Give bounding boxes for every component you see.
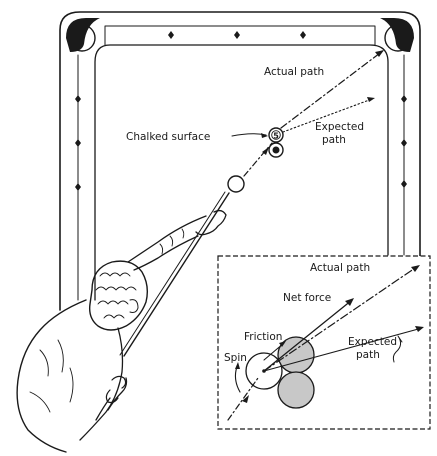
inset-spin-label: Spin <box>224 352 247 364</box>
cue-stick <box>119 191 230 357</box>
left-rail-diamonds <box>75 95 81 191</box>
inset-net-force-arrow <box>263 299 353 372</box>
object-ball-second <box>268 142 284 158</box>
inset-expected-label-line2: path <box>356 349 380 361</box>
player-bridge-hand <box>195 209 227 236</box>
player-figure <box>16 209 227 453</box>
top-left-pocket <box>66 18 100 52</box>
player-left-arm <box>127 215 207 271</box>
ball-number: 5 <box>273 132 279 141</box>
expected-path-label-line2: path <box>322 134 346 146</box>
inset-friction-label: Friction <box>244 331 282 343</box>
chalked-surface-pointer <box>231 133 267 137</box>
chalked-surface-arrowhead <box>261 133 268 138</box>
pool-table <box>59 11 421 311</box>
table-inner-cushion <box>94 44 389 301</box>
player-torso <box>16 299 87 453</box>
right-rail-diamonds <box>401 95 407 188</box>
player-head <box>88 260 149 331</box>
table-outer-frame <box>59 11 421 311</box>
chalked-surface-label: Chalked surface <box>126 131 210 143</box>
inset-incoming-path <box>227 377 259 421</box>
inset-border <box>217 255 431 430</box>
cue-ball-path-arrow <box>262 147 269 155</box>
actual-path-arrow <box>375 50 384 57</box>
actual-path-label: Actual path <box>264 66 324 78</box>
inset-friction-arrow <box>263 342 285 361</box>
inset-panel: Actual path Net force Friction Spin Expe… <box>217 255 431 430</box>
inset-actual-path-label: Actual path <box>310 262 370 274</box>
inset-object-ball-lower <box>277 371 315 409</box>
expected-path-arrow <box>367 97 375 102</box>
top-rail-diamonds <box>168 31 306 39</box>
actual-path-line <box>280 49 385 129</box>
inset-expected-path-line <box>263 327 423 372</box>
player-right-arm <box>95 377 128 421</box>
top-rail-strip <box>104 25 376 46</box>
inset-net-force-label: Net force <box>283 292 331 304</box>
main-shot: 5 <box>227 49 385 193</box>
cue-ball <box>227 175 245 193</box>
inset-expected-label-line1: Expected <box>348 336 397 348</box>
expected-path-line <box>282 98 373 133</box>
inset-actual-path-line <box>263 265 419 372</box>
object-ball-5: 5 <box>268 127 284 143</box>
top-right-pocket <box>380 18 414 52</box>
expected-path-label-line1: Expected <box>315 121 364 133</box>
